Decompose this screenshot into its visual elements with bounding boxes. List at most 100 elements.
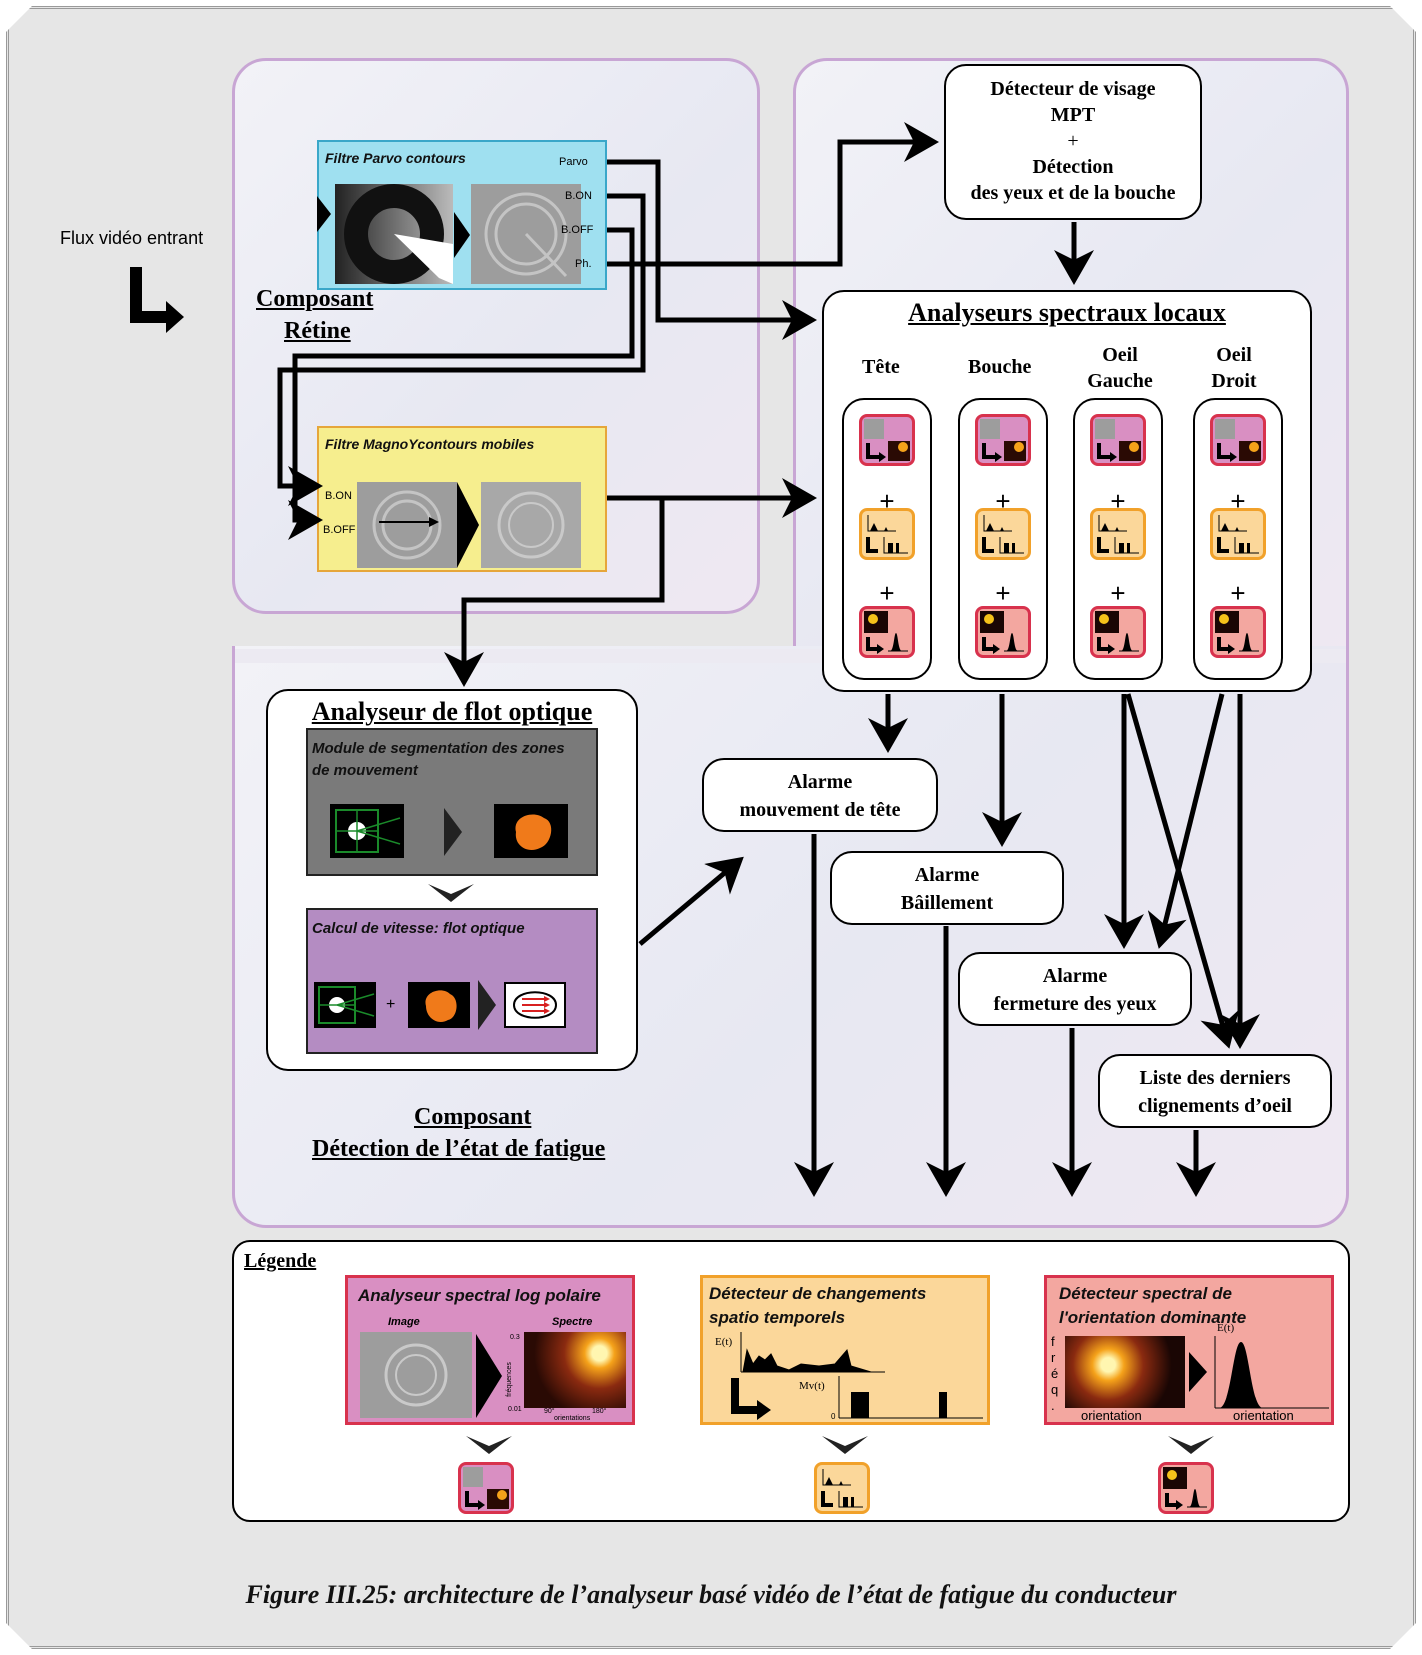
mouth-spatiotemporal-icon [975,508,1031,560]
parvo-port-parvo: Parvo [559,156,588,168]
face-detector-box: Détecteur de visage MPT + Détection des … [944,64,1202,220]
face-detector-line4: Détection [1032,156,1114,178]
legend-or-title2: l'orientation dominante [1059,1308,1247,1327]
alarm-eyes-box: Alarme fermeture des yeux [958,952,1192,1026]
legend-or-chevron-icon [1168,1436,1214,1454]
magno-process-arrow-icon [457,482,479,568]
head-logpolar-icon [859,414,915,466]
segmentation-line1: Module de segmentation des zones [312,740,565,757]
legend-st-mv-plot [838,1376,983,1419]
legend-title: Légende [244,1250,317,1272]
right-eye-plus-2: + [1230,578,1246,608]
legend-st-zero: 0 [831,1412,836,1421]
legend-logpolar-chevron-icon [466,1436,512,1454]
mouth-logpolar-icon [975,414,1031,466]
spectral-column-mouth [958,398,1048,680]
legend-or-title1: Détecteur spectral de [1059,1284,1232,1303]
col-right-eye-line1: Oeil [1216,344,1252,366]
magno-input-image [357,482,457,568]
alarm-eyes-line2: fermeture des yeux [993,993,1157,1015]
segmentation-line2: de mouvement [312,762,418,779]
speed-arrow-icon [478,980,496,1030]
mouth-plus-2: + [995,578,1011,608]
legend-or-e-label: E(t) [1217,1322,1235,1334]
legend-or-freq: f r é q . [1051,1334,1061,1414]
legend-or-arrow-icon [1189,1352,1207,1392]
retina-title-line2: Rétine [284,318,351,344]
fatigue-title-line1: Composant [414,1104,532,1130]
parvo-port-bon: B.ON [565,190,592,202]
col-mouth-label-text: Bouche [968,356,1032,378]
speed-output-image [504,982,566,1028]
legend-logpolar-image [360,1332,472,1418]
legend-logpolar-xaxis: orientations [554,1415,591,1422]
left-eye-logpolar-icon [1090,414,1146,466]
magno-output-image [481,482,581,568]
legend-logpolar-spectrum [524,1332,626,1408]
head-plus-1: + [879,486,895,516]
legend-icon-logpolar [458,1462,514,1514]
blink-list-line2: clignements d’oeil [1138,1095,1292,1117]
face-detector-line1: Détecteur de visage [990,78,1156,100]
legend-or-x2: orientation [1233,1408,1294,1423]
input-label: Flux vidéo entrant [60,228,204,248]
legend-logpolar-image-label: Image [388,1316,420,1328]
optical-flow-title: Analyseur de flot optique [311,697,593,726]
segmentation-input-image [330,804,404,858]
legend-or-peak-plot [1214,1336,1329,1409]
legend-or-x1: orientation [1081,1408,1142,1423]
alarm-yawn-line1: Alarme [914,864,980,886]
right-eye-logpolar-icon [1210,414,1266,466]
legend-st-title1: Détecteur de changements [709,1284,927,1303]
figure-caption: Figure III.25: architecture de l’analyse… [245,1580,1177,1609]
parvo-input-image [335,184,453,284]
col-head-label-text: Tête [862,356,900,378]
legend-st-chevron-icon [822,1436,868,1454]
right-eye-plus-1: + [1230,486,1246,516]
legend-st-title2: spatio temporels [709,1308,846,1327]
head-orientation-icon [859,606,915,658]
legend-spatiotemporal: Détecteur de changements spatio temporel… [700,1275,990,1425]
alarm-head-line1: Alarme [787,771,853,793]
blink-list-line1: Liste des derniers [1139,1067,1291,1089]
speed-input-image [314,982,376,1028]
legend-or-spectrum [1065,1336,1185,1408]
legend-logpolar-title: Analyseur spectral log polaire [358,1286,601,1305]
speed-module: Calcul de vitesse: flot optique + [306,908,598,1054]
alarm-yawn-box: Alarme Bâillement [830,851,1064,925]
mouth-orientation-icon [975,606,1031,658]
magno-port-boff: B.OFF [323,524,356,536]
legend-st-corner-arrow-icon [731,1378,771,1420]
legend-or-freq-2: é [1051,1366,1059,1381]
retina-title-line1: Composant [256,286,374,312]
legend-or-freq-3: q [1051,1382,1059,1397]
spectral-column-right-eye [1193,398,1283,680]
right-eye-spatiotemporal-icon [1210,508,1266,560]
legend-logpolar-ybottom: 0.01 [508,1406,522,1413]
magno-filter: Filtre MagnoYcontours mobiles B.ON B.OFF [317,426,607,572]
face-detector-line5: des yeux et de la bouche [970,182,1176,204]
legend-or-freq-0: f [1051,1334,1055,1349]
parvo-process-arrow-icon [454,212,470,258]
legend-st-e-label: E(t) [715,1336,733,1348]
left-eye-orientation-icon [1090,606,1146,658]
parvo-input-arrow-icon [317,196,331,232]
segmentation-module: Module de segmentation des zones de mouv… [306,728,598,876]
face-detector-line2: MPT [1050,104,1096,126]
legend-logpolar-spectrum-label: Spectre [552,1316,593,1328]
spectral-column-left-eye [1073,398,1163,680]
mouth-plus-1: + [995,486,1011,516]
magno-port-bon: B.ON [325,490,352,502]
parvo-output-image [471,184,581,284]
col-left-eye-line1: Oeil [1102,344,1138,366]
alarm-yawn-line2: Bâillement [900,892,994,914]
col-head-label: Tête [862,356,900,379]
legend-or-freq-1: r [1051,1350,1056,1365]
left-eye-plus-2: + [1110,578,1126,608]
legend-logpolar-ytop: 0.3 [510,1334,520,1341]
legend-icon-spatiotemporal [814,1462,870,1514]
segmentation-arrow-icon [444,808,462,856]
col-mouth-label: Bouche [968,356,1031,379]
